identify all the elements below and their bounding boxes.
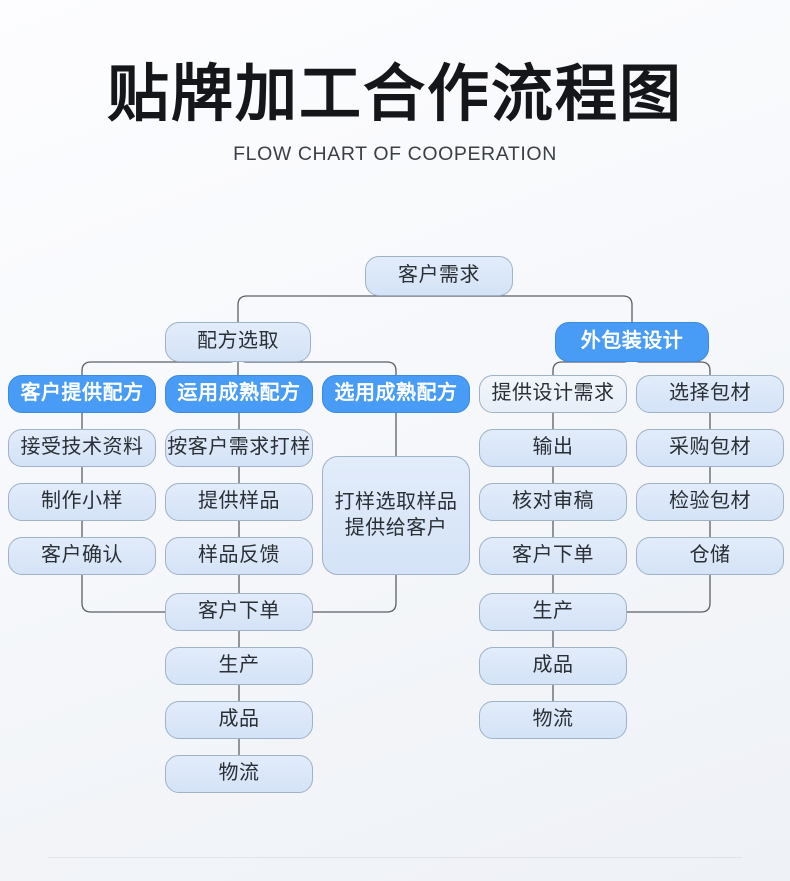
connector-c3a-order <box>313 575 397 613</box>
flow-node-c2h: 运用成熟配方 <box>165 375 313 413</box>
flow-node-Lprod: 生产 <box>165 647 313 685</box>
page-header: 贴牌加工合作流程图 FLOW CHART OF COOPERATION <box>0 0 790 166</box>
connector-root-branch-0 <box>237 295 439 322</box>
flow-node-Rlog: 物流 <box>479 701 627 739</box>
connector-c5c-prod <box>627 575 711 613</box>
page-title: 贴牌加工合作流程图 <box>106 60 683 129</box>
page-subtitle: FLOW CHART OF COOPERATION <box>233 143 557 166</box>
flow-node-c4h: 提供设计需求 <box>479 375 627 413</box>
flow-node-c2c: 样品反馈 <box>165 537 313 575</box>
flow-node-c5c: 仓储 <box>636 537 784 575</box>
flow-node-Lfin: 成品 <box>165 701 313 739</box>
flow-node-c3a: 打样选取样品 提供给客户 <box>322 456 470 575</box>
flow-node-c5a: 采购包材 <box>636 429 784 467</box>
flow-node-Lorder: 客户下单 <box>165 593 313 631</box>
flow-node-Rprod: 生产 <box>479 593 627 631</box>
connector-c1c-order <box>81 575 165 613</box>
flow-node-branchL: 配方选取 <box>165 322 311 362</box>
flow-node-c2a: 按客户需求打样 <box>165 429 313 467</box>
flow-node-c4a: 输出 <box>479 429 627 467</box>
flow-node-c4c: 客户下单 <box>479 537 627 575</box>
connector-root-branch-1 <box>439 295 633 322</box>
flow-node-Rfin: 成品 <box>479 647 627 685</box>
flow-node-c1a: 接受技术资料 <box>8 429 156 467</box>
flow-node-branchR: 外包装设计 <box>555 322 709 362</box>
flow-node-c5b: 检验包材 <box>636 483 784 521</box>
flow-node-c5h: 选择包材 <box>636 375 784 413</box>
footer-divider <box>48 857 742 858</box>
flow-node-c2b: 提供样品 <box>165 483 313 521</box>
flow-node-c4b: 核对审稿 <box>479 483 627 521</box>
flow-node-c1b: 制作小样 <box>8 483 156 521</box>
flow-node-c1c: 客户确认 <box>8 537 156 575</box>
flow-node-c1h: 客户提供配方 <box>8 375 156 413</box>
flow-node-Llog: 物流 <box>165 755 313 793</box>
flow-node-root: 客户需求 <box>365 256 513 296</box>
flow-node-c3h: 选用成熟配方 <box>322 375 470 413</box>
